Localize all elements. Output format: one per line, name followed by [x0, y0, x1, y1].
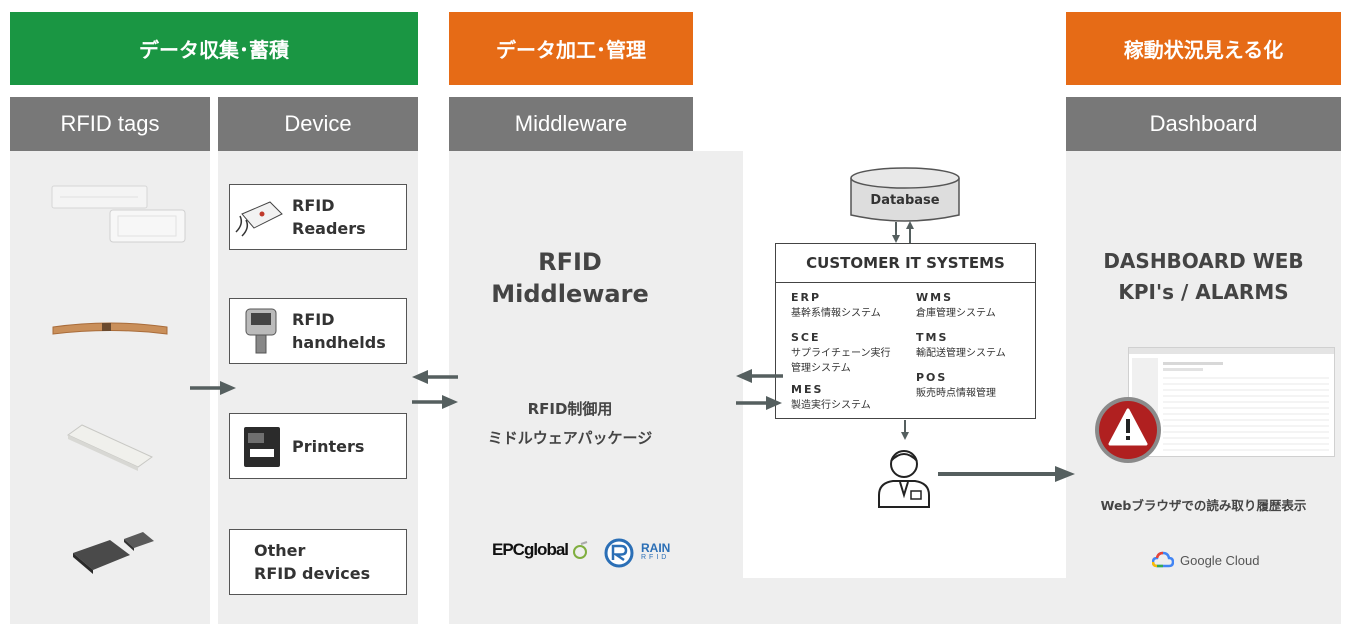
- system-desc: 基幹系情報システム: [791, 308, 881, 319]
- google-cloud-label: Google Cloud: [1180, 552, 1260, 568]
- category-label: データ収集･蓄積: [139, 38, 289, 62]
- column-header-label: Dashboard: [1149, 111, 1258, 136]
- customer-it-systems-box: CUSTOMER IT SYSTEMS ERP 基幹系情報システム SCE サプ…: [775, 243, 1036, 419]
- system-abbr: POS: [916, 371, 948, 384]
- system-desc: サプライチェーン実行: [791, 348, 891, 359]
- device-box-printers: Printers: [229, 413, 407, 479]
- middleware-title-line: Middleware: [491, 280, 649, 308]
- epc-swirl-icon: [573, 541, 588, 559]
- rfid-flexible-tag-image: [52, 322, 168, 335]
- category-data-collection: データ収集･蓄積: [10, 12, 418, 85]
- google-cloud-logo: Google Cloud: [1152, 551, 1260, 569]
- systems-left-column: ERP 基幹系情報システム SCE サプライチェーン実行 管理システム MES …: [791, 290, 916, 413]
- system-abbr: WMS: [916, 291, 954, 304]
- device-label: RFID devices: [254, 564, 371, 583]
- rfid-handheld-icon: [245, 308, 277, 354]
- category-label: 稼動状況見える化: [1123, 38, 1284, 62]
- column-header-label: Device: [284, 111, 352, 136]
- category-visualization: 稼動状況見える化: [1066, 12, 1341, 85]
- dashboard-caption: Webブラウザでの読み取り履歴表示: [1100, 498, 1307, 513]
- google-cloud-icon: [1152, 551, 1174, 568]
- device-label: RFID: [292, 310, 335, 329]
- middleware-title-line: RFID: [538, 248, 602, 276]
- epcglobal-logo: EPCglobal: [492, 540, 591, 560]
- rfid-hard-tag-image: [67, 424, 153, 471]
- database-label: Database: [870, 193, 940, 208]
- middleware-description-line: RFID制御用: [527, 400, 613, 418]
- device-box-readers: RFID Readers: [229, 184, 407, 250]
- column-header-label: Middleware: [514, 111, 628, 136]
- system-desc: 輸配送管理システム: [916, 348, 1006, 359]
- rain-logo-subtext: RFID: [641, 554, 670, 561]
- device-label: handhelds: [292, 333, 386, 352]
- system-desc: 倉庫管理システム: [916, 308, 996, 319]
- dashboard-title: DASHBOARD WEB KPI's / ALARMS: [1066, 246, 1341, 308]
- column-header-rfid-tags: RFID tags: [10, 97, 210, 151]
- middleware-description-line: ミドルウェアパッケージ: [487, 429, 653, 447]
- customer-it-systems-title: CUSTOMER IT SYSTEMS: [776, 244, 1035, 283]
- middleware-description: RFID制御用 ミドルウェアパッケージ: [470, 395, 670, 453]
- systems-right-column: WMS 倉庫管理システム TMS 輸配送管理システム POS 販売時点情報管理: [916, 290, 1031, 401]
- alarm-warning-icon: [1095, 397, 1161, 463]
- rfid-label-tag-image: [51, 185, 186, 243]
- device-box-handhelds: RFID handhelds: [229, 298, 407, 364]
- database-icon: [850, 167, 960, 222]
- device-label: Other: [254, 541, 306, 560]
- column-header-dashboard: Dashboard: [1066, 97, 1341, 151]
- dashboard-title-line: DASHBOARD WEB: [1103, 249, 1304, 273]
- operator-icon: [878, 450, 930, 508]
- rfid-on-metal-tag-image: [73, 532, 154, 574]
- rain-logo-icon: [604, 538, 634, 568]
- system-desc: 販売時点情報管理: [916, 388, 996, 399]
- system-abbr: TMS: [916, 331, 949, 344]
- category-label: データ加工･管理: [496, 38, 646, 62]
- dashboard-title-line: KPI's / ALARMS: [1118, 280, 1289, 304]
- column-header-middleware: Middleware: [449, 97, 693, 151]
- device-label: Printers: [292, 436, 365, 456]
- system-abbr: MES: [791, 383, 824, 396]
- printer-icon: [244, 427, 280, 467]
- category-data-processing: データ加工･管理: [449, 12, 693, 85]
- dashboard-screenshot: [1128, 347, 1335, 457]
- rain-logo-text: RAIN: [641, 541, 671, 555]
- system-desc: 管理システム: [791, 363, 851, 374]
- device-label: Readers: [292, 219, 366, 238]
- column-header-device: Device: [218, 97, 418, 151]
- device-box-other: Other RFID devices: [229, 529, 407, 595]
- system-abbr: SCE: [791, 331, 821, 344]
- rain-rfid-logo: RAIN RFID: [602, 538, 670, 568]
- column-header-label: RFID tags: [60, 111, 160, 136]
- device-label: RFID: [292, 196, 335, 215]
- system-abbr: ERP: [791, 291, 822, 304]
- system-desc: 製造実行システム: [791, 400, 871, 411]
- rfid-reader-icon: [235, 201, 283, 237]
- dashboard-screenshot-table: [1132, 358, 1329, 451]
- epcglobal-logo-text: EPCglobal: [492, 540, 569, 559]
- dashboard-screenshot-titlebar: [1129, 348, 1334, 354]
- middleware-title: RFID Middleware: [470, 246, 670, 310]
